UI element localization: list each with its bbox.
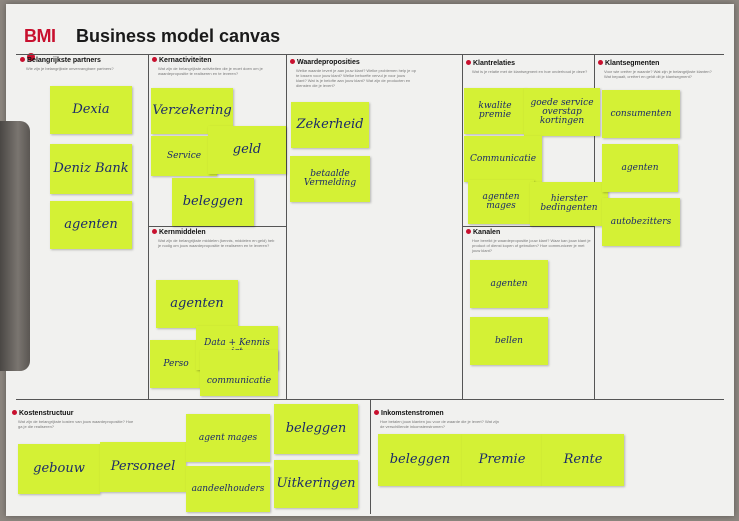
sticky-note: agenten mages <box>468 180 534 224</box>
section-channels: Kanalen <box>466 229 500 236</box>
sticky-note: consumenten <box>602 90 680 138</box>
question-relations: Wat is je relatie met de klantsegment en… <box>472 69 588 74</box>
question-channels: Hoe bereikt je waardepropositie jouw kla… <box>472 238 591 253</box>
question-revenue: Hoe betalen jouw klanten jou voor de waa… <box>380 419 500 429</box>
section-revenue: Inkomstenstromen <box>374 410 444 417</box>
sticky-note: bellen <box>470 317 548 365</box>
sticky-note: aandeelhouders <box>186 466 270 512</box>
sticky-note: beleggen <box>274 404 358 454</box>
grid-line <box>594 54 595 399</box>
sticky-note: Uitkeringen <box>274 460 358 508</box>
sticky-note: Premie <box>462 434 542 486</box>
canvas-poster: BMI Business model canvas Belangrijkste … <box>6 4 734 516</box>
sticky-note: geld <box>208 126 286 174</box>
question-resources: Wat zijn de belangrijkste middelen (kenn… <box>158 238 275 248</box>
sticky-note: autobezitters <box>602 198 680 246</box>
grid-line <box>16 54 724 55</box>
question-segments: Voor wie creëer je waarde? Wat zijn je b… <box>604 69 712 79</box>
grid-line <box>462 226 594 227</box>
section-activities: Kernactiviteiten <box>152 57 212 64</box>
question-value: Welke waarde levert je aan jouw klant? W… <box>296 68 416 88</box>
question-costs: Wat zijn de belangrijkste kosten van jou… <box>18 419 134 429</box>
sticky-note: Service <box>151 136 217 176</box>
sticky-note: agenten <box>602 144 678 192</box>
bmi-logo: BMI <box>24 26 56 68</box>
sticky-note: Communicatie <box>464 136 542 182</box>
sticky-note: beleggen <box>378 434 462 486</box>
sticky-note: Dexia <box>50 86 132 134</box>
section-costs: Kostenstructuur <box>12 410 73 417</box>
section-partners: Belangrijkste partners <box>20 57 101 64</box>
sticky-note: agent mages <box>186 414 270 462</box>
sticky-note: agenten <box>50 201 132 249</box>
sticky-note: Rente <box>542 434 624 486</box>
page-title: Business model canvas <box>76 26 281 46</box>
tablet-device <box>0 121 30 371</box>
grid-line <box>370 399 371 514</box>
sticky-note: Perso <box>150 340 202 388</box>
section-relations: Klantrelaties <box>466 60 515 67</box>
sticky-note: Personeel <box>100 442 186 492</box>
sticky-note: gebouw <box>18 444 100 494</box>
sticky-note: Zekerheid <box>291 102 369 148</box>
section-resources: Kernmiddelen <box>152 229 206 236</box>
question-partners: Wie zijn je belangrijkste onvervangbare … <box>26 66 114 71</box>
grid-line <box>148 226 286 227</box>
grid-line <box>286 54 287 399</box>
question-activities: Wat zijn de belangrijkste activiteiten d… <box>158 66 263 76</box>
sticky-note: agenten <box>470 260 548 308</box>
section-value: Waardeproposities <box>290 59 360 66</box>
sticky-note: communicatie <box>200 350 278 396</box>
sticky-note: goede service overstap kortingen <box>524 88 600 136</box>
sticky-note: kwalite premie <box>464 88 526 134</box>
sticky-note: hierster bedingenten <box>530 182 608 226</box>
sticky-note: agenten <box>156 280 238 328</box>
sticky-note: beleggen <box>172 178 254 226</box>
sticky-note: Deniz Bank <box>50 144 132 194</box>
sticky-note: betaalde Vermelding <box>290 156 370 202</box>
section-segments: Klantsegmenten <box>598 60 659 67</box>
